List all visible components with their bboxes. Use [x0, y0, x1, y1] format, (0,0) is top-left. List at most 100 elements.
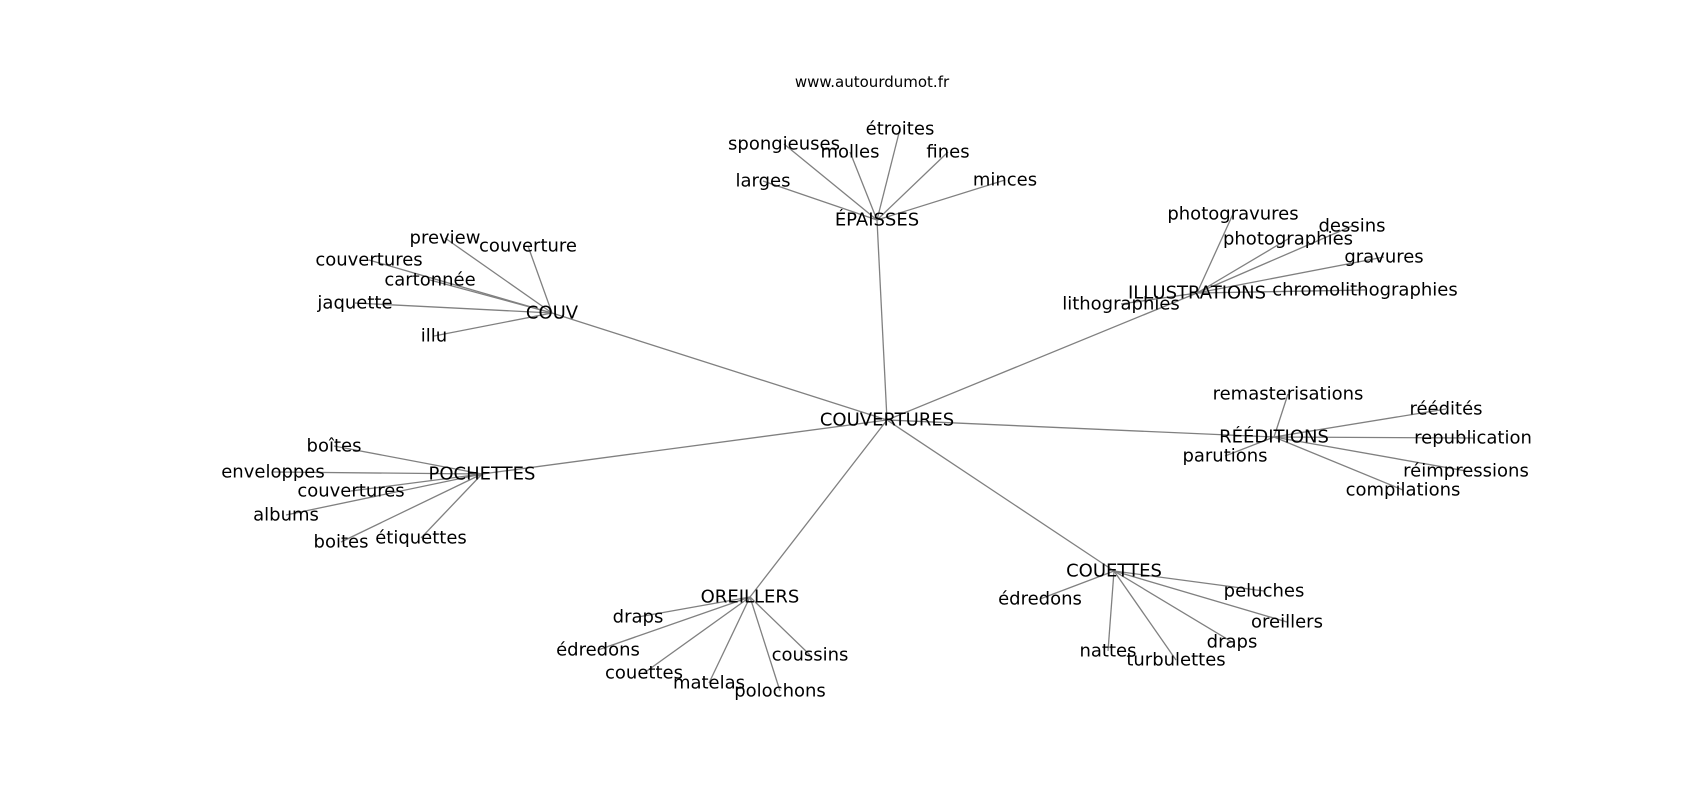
edge-5-5 — [749, 596, 811, 656]
leaf-word: peluches — [1224, 581, 1305, 602]
leaf-word: réimpressions — [1403, 461, 1529, 482]
edge-6-5 — [1113, 570, 1177, 661]
edge-3-4 — [1273, 436, 1467, 472]
edge-1-4 — [354, 302, 553, 314]
leaf-word: dessins — [1318, 216, 1385, 237]
edge-0-2 — [876, 128, 901, 221]
edge-5-0 — [637, 596, 751, 618]
edge-3-3 — [1224, 436, 1275, 457]
leaf-word: couverture — [479, 236, 577, 257]
edge-center-5 — [749, 419, 888, 598]
edge-center-2 — [886, 292, 1198, 421]
edge-4-1 — [272, 471, 483, 475]
leaf-word: couvertures — [297, 481, 404, 502]
edge-2-5 — [1120, 292, 1198, 305]
edge-5-1 — [597, 596, 751, 651]
edge-center-6 — [886, 419, 1115, 572]
leaf-word: édredons — [556, 640, 640, 661]
edge-0-1 — [849, 151, 878, 221]
leaf-word: photographies — [1223, 229, 1353, 250]
leaf-word: draps — [1207, 632, 1258, 653]
center-node: COUVERTURES — [820, 410, 954, 431]
edge-center-0 — [876, 219, 888, 421]
edge-4-2 — [350, 473, 483, 492]
edge-0-0 — [783, 143, 878, 221]
leaf-word: turbulettes — [1126, 650, 1225, 671]
leaf-word: nattes — [1079, 641, 1136, 662]
edge-0-5 — [762, 180, 878, 221]
edge-1-5 — [433, 312, 553, 337]
leaf-word: molles — [820, 142, 879, 163]
site-label: www.autourdumot.fr — [794, 73, 950, 91]
leaf-word: albums — [253, 505, 319, 526]
edge-4-3 — [285, 473, 483, 516]
leaf-word: matelas — [673, 673, 745, 694]
leaf-word: étiquettes — [375, 528, 467, 549]
edge-1-0 — [444, 237, 553, 314]
leaf-word: preview — [410, 228, 481, 249]
edges — [272, 128, 1474, 692]
edge-0-4 — [876, 179, 1006, 221]
leaf-word: photogravures — [1167, 204, 1298, 225]
cluster-node: COUETTES — [1066, 561, 1162, 582]
cluster-node: RÉÉDITIONS — [1219, 426, 1329, 448]
leaf-word: minces — [973, 170, 1037, 191]
leaf-word: boites — [314, 532, 369, 553]
edge-2-4 — [1196, 289, 1366, 294]
edge-6-2 — [1113, 570, 1288, 623]
edge-2-0 — [1196, 213, 1234, 294]
edge-5-4 — [749, 596, 781, 692]
edge-4-0 — [333, 445, 483, 475]
edge-6-1 — [1113, 570, 1265, 592]
edge-center-3 — [886, 419, 1275, 438]
cluster-node: ÉPAISSES — [835, 209, 919, 231]
edge-center-4 — [481, 419, 888, 475]
leaf-word: compilations — [1346, 480, 1461, 501]
edge-1-1 — [527, 245, 553, 314]
edge-3-0 — [1273, 393, 1289, 438]
leaf-word: enveloppes — [221, 462, 325, 483]
edge-6-0 — [1039, 570, 1115, 600]
cluster-node: ILLUSTRATIONS — [1128, 283, 1266, 304]
edge-2-3 — [1196, 256, 1385, 294]
leaf-word: gravures — [1344, 247, 1423, 268]
edge-2-2 — [1196, 238, 1289, 294]
leaf-word: larges — [736, 171, 791, 192]
leaf-word: couettes — [605, 663, 683, 684]
leaf-word: draps — [613, 607, 664, 628]
cluster-node: OREILLERS — [701, 587, 800, 608]
edge-3-2 — [1273, 436, 1474, 439]
leaf-word: spongieuses — [728, 134, 840, 155]
leaf-word: jaquette — [316, 293, 392, 314]
edge-2-1 — [1196, 225, 1353, 294]
leaf-word: oreillers — [1251, 612, 1323, 633]
edge-5-3 — [708, 596, 751, 684]
edge-4-5 — [420, 473, 483, 539]
leaf-word: republication — [1414, 428, 1532, 449]
leaf-word: boîtes — [307, 436, 362, 457]
cluster-node: POCHETTES — [429, 464, 536, 485]
leaf-word: lithographies — [1062, 294, 1180, 315]
leaf-word: étroites — [866, 119, 935, 140]
leaf-word: parutions — [1182, 446, 1267, 467]
edge-5-2 — [643, 596, 751, 674]
leaf-word: édredons — [998, 589, 1082, 610]
leaf-word: coussins — [772, 645, 849, 666]
edge-center-1 — [551, 312, 888, 421]
leaf-word: chromolithographies — [1272, 280, 1458, 301]
leaf-word: cartonnée — [384, 270, 475, 291]
edge-1-3 — [429, 279, 553, 314]
cluster-node: COUV — [526, 303, 579, 324]
edge-6-4 — [1107, 570, 1115, 652]
edge-3-1 — [1273, 408, 1447, 438]
leaf-word: fines — [926, 142, 969, 163]
edge-3-5 — [1273, 436, 1404, 491]
edge-6-3 — [1113, 570, 1233, 643]
edge-0-3 — [876, 151, 949, 221]
leaf-word: polochons — [734, 681, 826, 702]
edge-4-4 — [340, 473, 483, 543]
leaf-word: couvertures — [315, 250, 422, 271]
leaf-word: illu — [421, 326, 447, 347]
